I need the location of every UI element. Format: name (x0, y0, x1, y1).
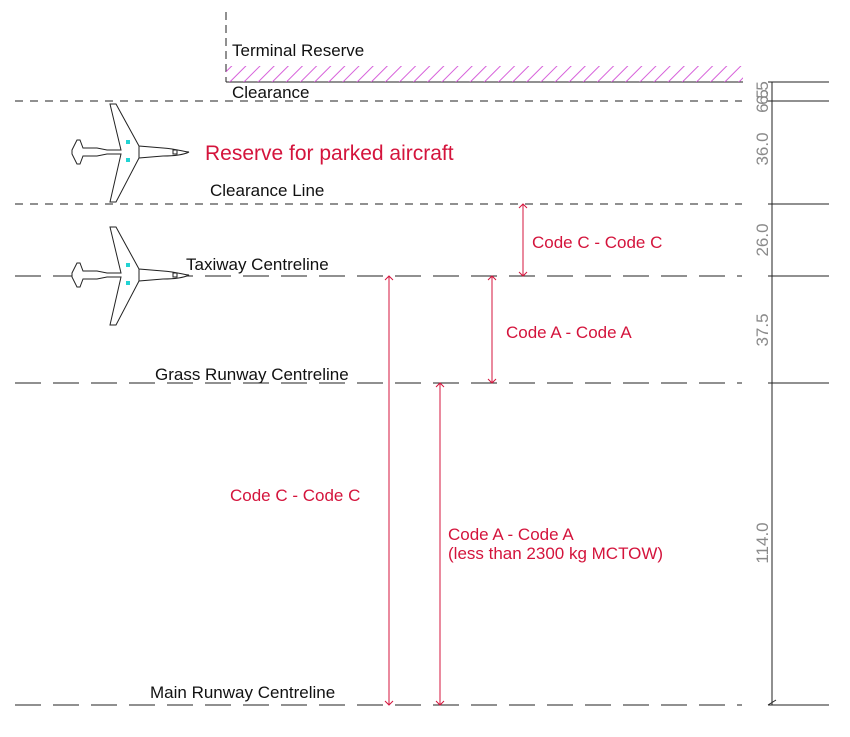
main-runway-centreline-label: Main Runway Centreline (150, 683, 335, 702)
terminal-reserve-label: Terminal Reserve (232, 41, 364, 60)
dimension-37-5: 37.5 (753, 313, 772, 346)
separation-label-code-a-main-1: Code A - Code A (448, 525, 574, 544)
clearance-label: Clearance (232, 83, 310, 102)
separation-label-code-c-taxi: Code C - Code C (532, 233, 662, 252)
dimension-26-0: 26.0 (753, 223, 772, 256)
aircraft-icon (71, 226, 190, 326)
dimension-6-5-lower: 6.5 (753, 89, 772, 113)
clearance-line-label: Clearance Line (210, 181, 324, 200)
dimension-114-0: 114.0 (753, 522, 772, 563)
separation-label-code-c-main: Code C - Code C (230, 486, 360, 505)
dimension-6-5-upper: 6.5 (753, 81, 772, 105)
reserve-parked-label: Reserve for parked aircraft (205, 142, 454, 165)
dimension-tick (767, 699, 777, 706)
taxiway-centreline-label: Taxiway Centreline (186, 255, 329, 274)
grass-runway-centreline-label: Grass Runway Centreline (155, 365, 349, 384)
separation-label-code-a-grass: Code A - Code A (506, 323, 632, 342)
terminal-reserve-hatch (226, 66, 743, 82)
separation-label-code-a-main-2: (less than 2300 kg MCTOW) (448, 544, 663, 563)
aircraft-icon (71, 103, 190, 203)
dimension-36-0: 36.0 (753, 132, 772, 165)
